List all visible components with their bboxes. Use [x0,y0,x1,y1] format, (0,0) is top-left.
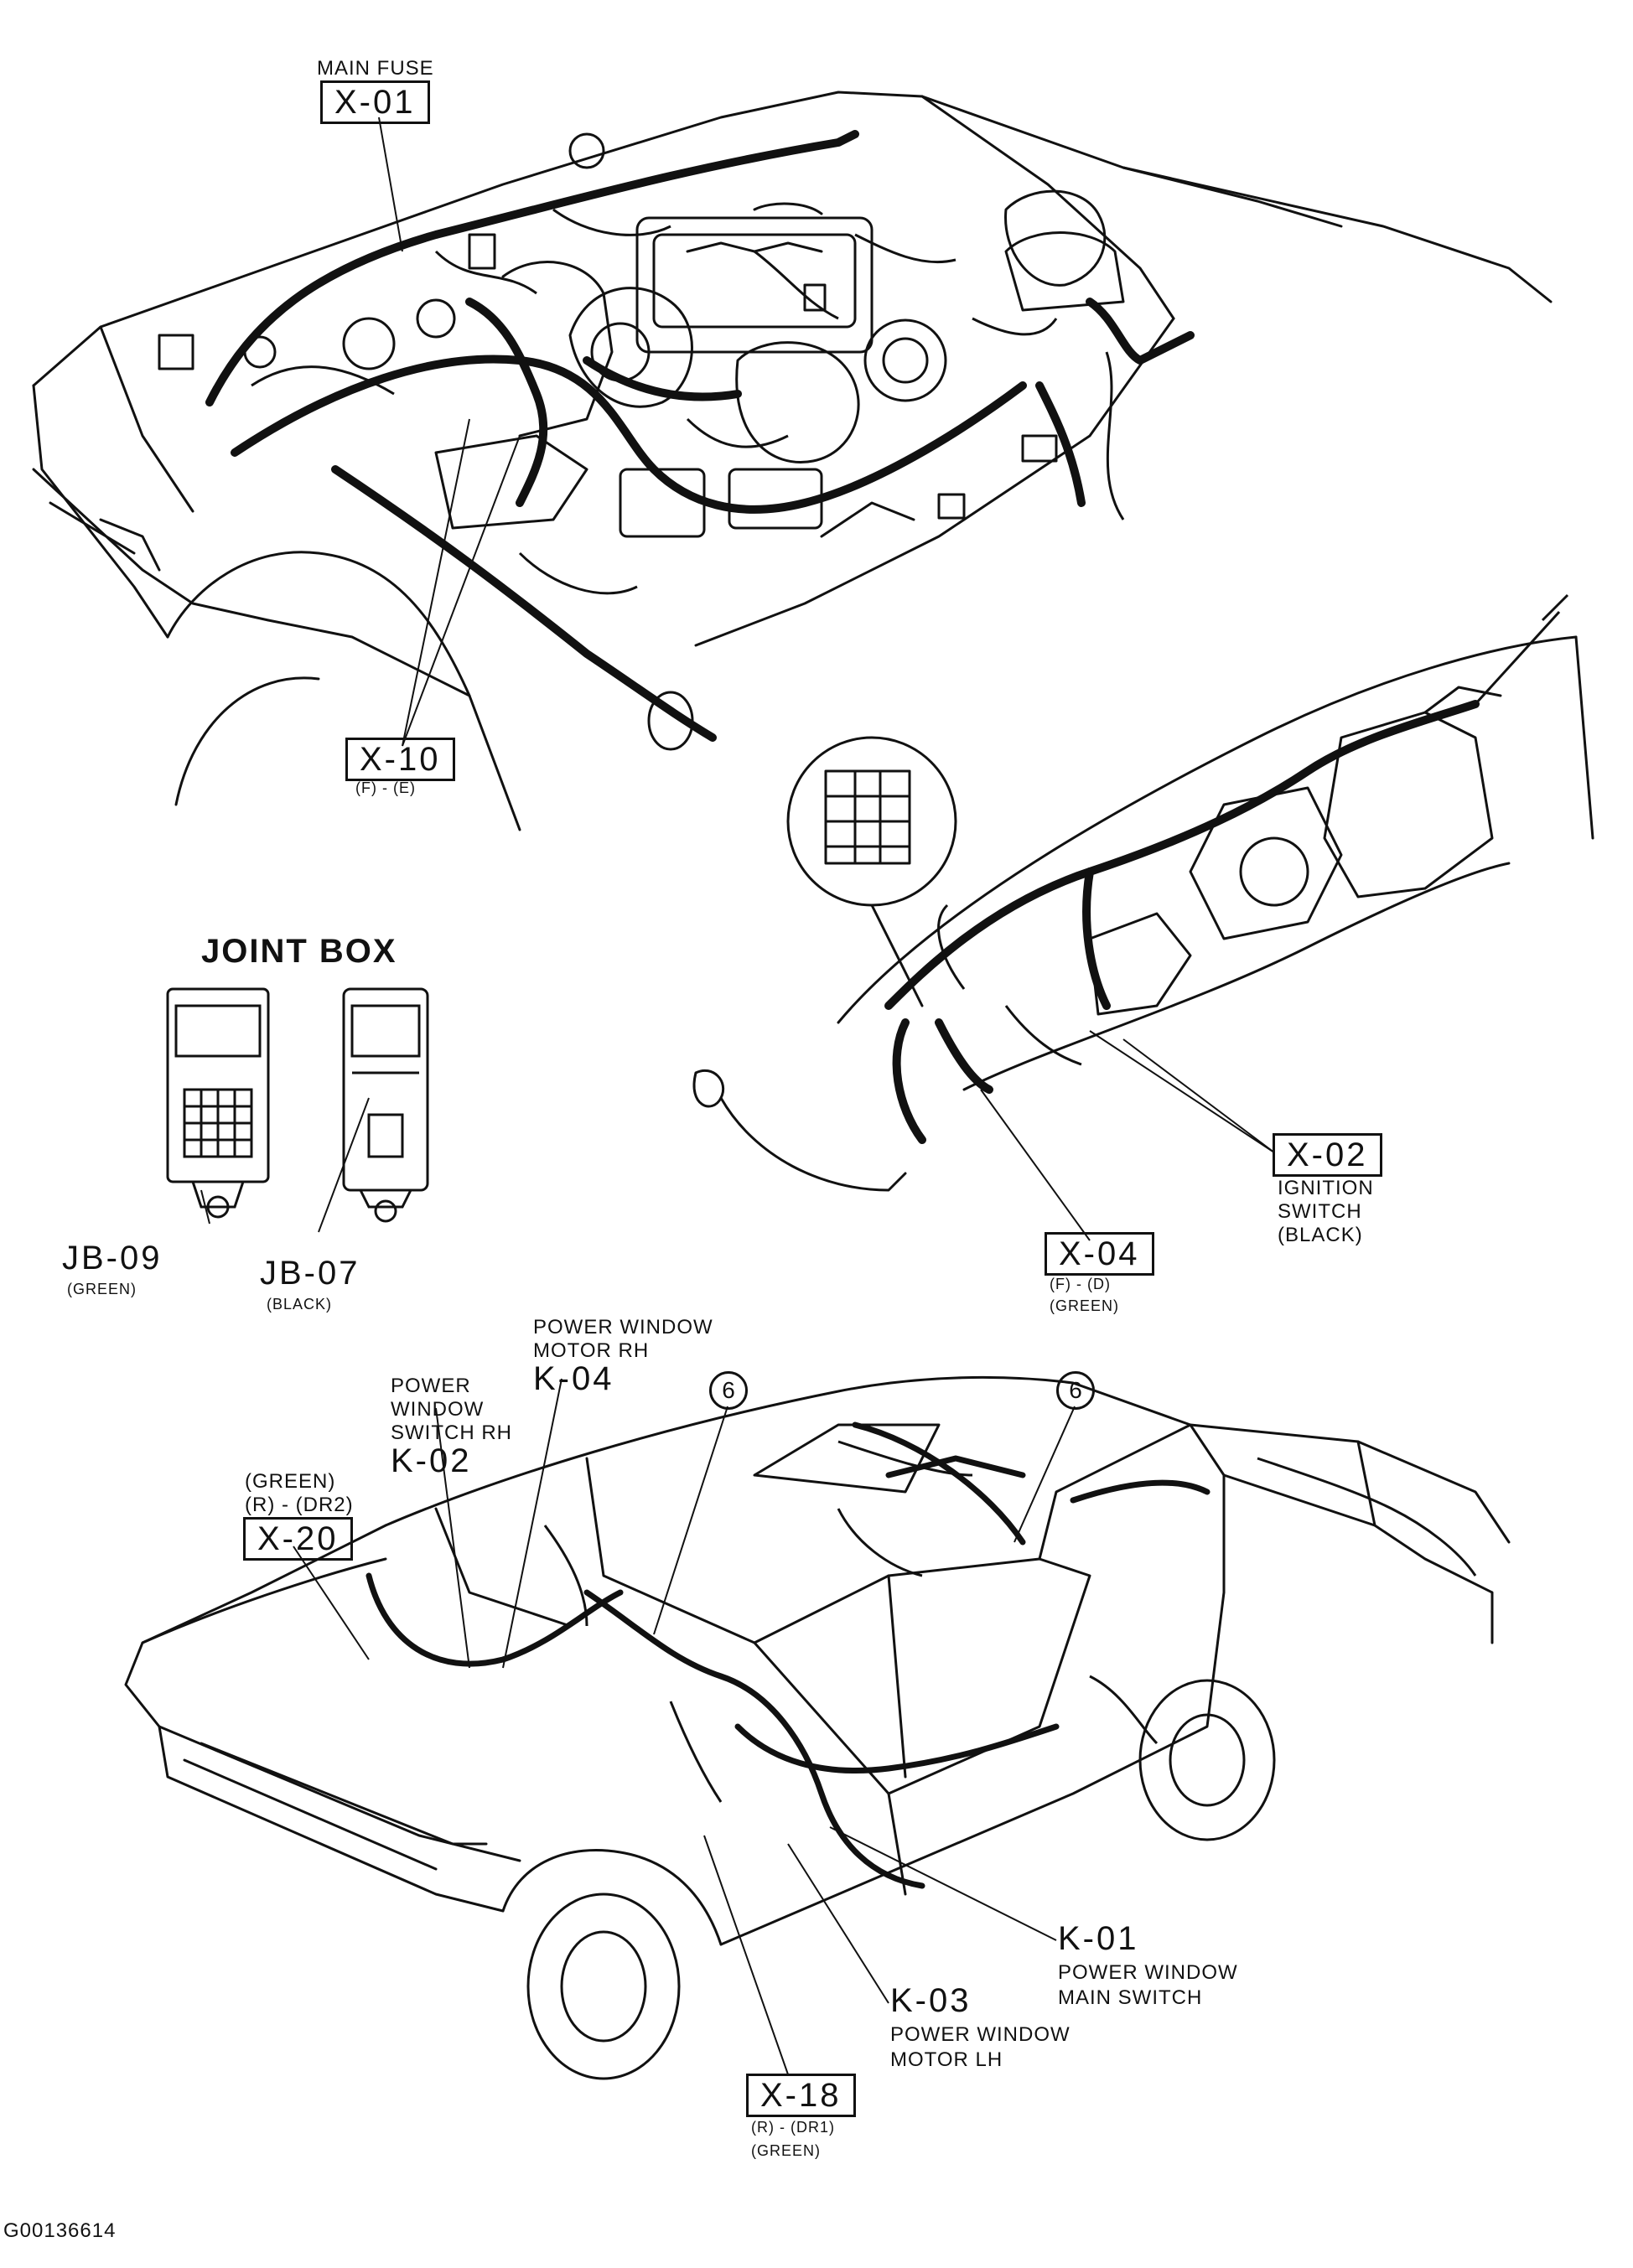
x02-code: X-02 [1273,1133,1382,1177]
x18-pins: (R) - (DR1) [751,2119,835,2136]
ground-point-left: 6 [709,1371,748,1410]
k01-code: K-01 [1058,1920,1139,1957]
k03-line1: POWER WINDOW [890,2023,1071,2046]
x01-title: MAIN FUSE [317,57,434,80]
x02-line2: SWITCH [1278,1200,1362,1223]
dashboard-wires [937,593,1569,1066]
jb07-code: JB-07 [260,1255,360,1292]
ground-point-right: 6 [1056,1371,1095,1410]
k03-line2: MOTOR LH [890,2048,1003,2071]
x04-code: X-04 [1045,1232,1154,1276]
body-harness [365,1421,1210,1889]
k02-line2: WINDOW [391,1398,485,1421]
dashboard-harness [884,700,1480,1144]
k04-code: K-04 [533,1360,614,1397]
engine-compartment-drawing [32,91,1553,831]
k04-line2: MOTOR RH [533,1339,650,1362]
x04-color: (GREEN) [1050,1297,1119,1314]
joint-box-jb09-drawing [166,987,270,1219]
k02-line1: POWER [391,1375,471,1397]
jb07-color: (BLACK) [267,1296,333,1313]
x20-code: X-20 [243,1517,353,1561]
x04-pins: (F) - (D) [1050,1276,1111,1292]
x10-code: X-10 [345,738,455,781]
x10-pins: (F) - (E) [355,779,416,796]
leader-lines [200,117,1275,2075]
k04-line1: POWER WINDOW [533,1316,713,1339]
car-body-drawing [124,1375,1511,2080]
k03-code: K-03 [890,1982,972,2019]
body-wires [543,1440,1477,1803]
k02-code: K-02 [391,1442,472,1479]
joint-box-jb07-drawing [342,987,429,1223]
x01-code: X-01 [320,80,430,124]
k01-line1: POWER WINDOW [1058,1961,1238,1984]
x18-code: X-18 [746,2074,856,2117]
k02-line3: SWITCH RH [391,1421,512,1444]
figure-id: G00136614 [3,2219,117,2242]
dashboard-drawing [692,635,1594,1192]
k01-line2: MAIN SWITCH [1058,1986,1203,2009]
jb09-code: JB-09 [62,1240,163,1276]
joint-box-title: JOINT BOX [201,933,397,970]
x20-pins: (R) - (DR2) [245,1494,354,1516]
engine-wires [251,208,1125,751]
x02-line1: IGNITION [1278,1177,1374,1199]
x18-color: (GREEN) [751,2142,821,2159]
x20-color: (GREEN) [245,1470,336,1493]
engine-harness [205,130,1195,742]
jb09-color: (GREEN) [67,1281,137,1297]
x02-color: (BLACK) [1278,1224,1363,1246]
